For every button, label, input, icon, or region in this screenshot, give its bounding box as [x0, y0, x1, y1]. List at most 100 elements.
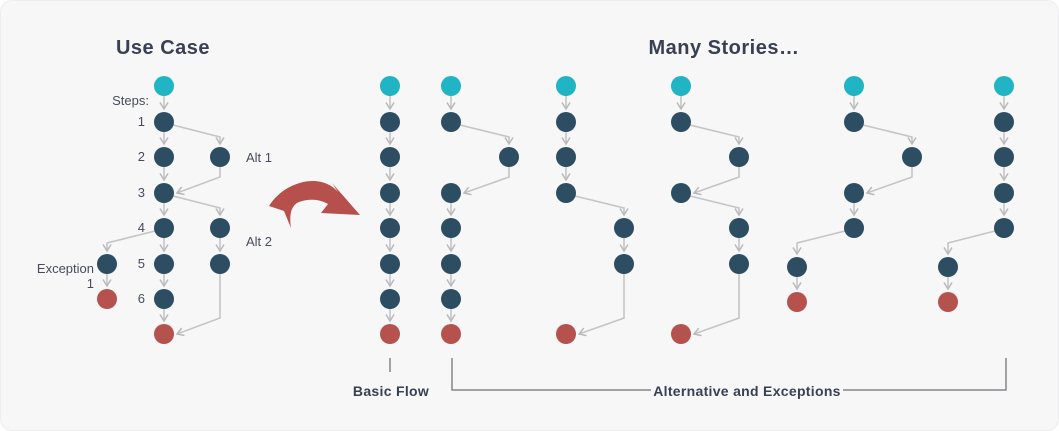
node-story-alt1-alt2-start [671, 76, 691, 96]
node-story-alt1-exception-n3 [844, 183, 864, 203]
story-alt1-exception [787, 76, 922, 312]
step-number: 6 [137, 291, 145, 306]
node-use-case-end [154, 324, 174, 344]
edge-story-alt2-n3-alt2a [574, 195, 629, 217]
node-story-alt1-alt1 [499, 147, 519, 167]
edge-story-alt1-alt1-n3 [462, 167, 510, 196]
node-story-basic-flow-start [380, 76, 400, 96]
node-story-alt1-alt2-alt2a [729, 218, 749, 238]
edge-use-case-s1-alt1 [172, 124, 225, 146]
node-story-alt1-n4 [441, 218, 461, 238]
step-number: 2 [137, 149, 145, 164]
node-story-alt1-alt2-n3 [671, 183, 691, 203]
node-use-case-excEnd [97, 289, 117, 309]
node-use-case-alt2b [210, 254, 230, 274]
edge-story-exception-n4-exc [943, 230, 996, 256]
node-story-exception-excEnd [938, 292, 958, 312]
edge-story-alt1-exception-alt1-n3 [865, 167, 913, 196]
node-story-alt2-end [556, 324, 576, 344]
node-story-basic-flow-n4 [380, 218, 400, 238]
node-story-exception-n1 [994, 112, 1014, 132]
edge-story-alt1-alt2-n1-alt1 [689, 124, 744, 146]
many-stories-title: Many Stories… [648, 37, 800, 59]
node-story-basic-flow-n6 [380, 289, 400, 309]
story-exception [938, 76, 1014, 312]
node-use-case-start [154, 76, 174, 96]
node-story-alt2-alt2a [614, 218, 634, 238]
edge-story-alt2-alt2b-end [577, 274, 625, 337]
node-story-alt1-exception-n1 [844, 112, 864, 132]
node-story-basic-flow-n3 [380, 183, 400, 203]
node-use-case-alt2a [210, 218, 230, 238]
node-story-alt1-exception-n4 [844, 218, 864, 238]
bracket-right [843, 358, 1007, 391]
use-case-to-stories-arrow [269, 181, 360, 228]
use-case [97, 76, 230, 344]
edge-use-case-s3-alt2a [172, 195, 225, 217]
node-story-basic-flow-n1 [380, 112, 400, 132]
step-number: 4 [137, 220, 145, 235]
story-alt1 [441, 76, 519, 344]
steps-label: Steps: [112, 93, 149, 108]
edge-story-alt1-n1-alt1 [459, 124, 514, 146]
node-use-case-s4 [154, 218, 174, 238]
alt2-label: Alt 2 [246, 234, 273, 249]
node-story-exception-exc [938, 257, 958, 277]
node-story-basic-flow-n5 [380, 254, 400, 274]
node-story-exception-start [994, 76, 1014, 96]
node-use-case-s1 [154, 112, 174, 132]
node-use-case-s3 [154, 183, 174, 203]
step-number: 3 [137, 185, 145, 200]
use-case-title: Use Case [115, 37, 211, 59]
node-story-alt1-alt2-n1 [671, 112, 691, 132]
node-story-alt1-n5 [441, 254, 461, 274]
exception-label: Exception 1 [24, 261, 94, 291]
alt1-label: Alt 1 [246, 150, 273, 165]
node-story-alt2-alt2b [614, 254, 634, 274]
edge-story-alt1-exception-n1-alt1 [862, 124, 917, 146]
node-story-alt2-n3 [556, 183, 576, 203]
node-story-alt1-n3 [441, 183, 461, 203]
node-story-alt1-start [441, 76, 461, 96]
story-alt2 [556, 76, 634, 344]
node-story-alt1-exception-start [844, 76, 864, 96]
step-number: 1 [137, 114, 145, 129]
bracket-left [451, 358, 651, 391]
node-story-basic-flow-n2 [380, 147, 400, 167]
node-story-alt2-start [556, 76, 576, 96]
node-story-exception-n4 [994, 218, 1014, 238]
story-alt1-alt2 [671, 76, 749, 344]
node-use-case-alt1 [210, 147, 230, 167]
exception-label-line2: 1 [86, 276, 94, 291]
node-story-alt1-exception-alt1 [902, 147, 922, 167]
node-use-case-s6 [154, 289, 174, 309]
node-story-alt1-alt2-end [671, 324, 691, 344]
edge-story-alt1-exception-n4-exc [792, 230, 846, 256]
node-story-alt1-alt2-alt1 [729, 147, 749, 167]
edge-story-alt1-alt2-alt1-n3 [692, 167, 740, 196]
node-story-basic-flow-end [380, 324, 400, 344]
alternative-exceptions-label: Alternative and Exceptions [653, 383, 841, 399]
edge-use-case-alt1-s3 [175, 167, 221, 196]
node-story-exception-n3 [994, 183, 1014, 203]
node-story-alt1-n1 [441, 112, 461, 132]
node-story-alt1-end [441, 324, 461, 344]
exception-label-line1: Exception [36, 261, 94, 276]
edge-use-case-alt2b-end [175, 274, 221, 337]
edge-story-alt1-alt2-alt2b-end [692, 274, 740, 337]
node-use-case-s2 [154, 147, 174, 167]
node-story-alt1-alt2-alt2b [729, 254, 749, 274]
node-story-alt2-n1 [556, 112, 576, 132]
node-story-alt2-n2 [556, 147, 576, 167]
node-story-exception-n2 [994, 147, 1014, 167]
node-use-case-s5 [154, 254, 174, 274]
edge-use-case-s4-exc [102, 230, 156, 253]
story-basic-flow [380, 76, 400, 344]
node-story-alt1-n6 [441, 289, 461, 309]
edge-story-alt1-alt2-n3-alt2a [689, 195, 744, 217]
node-use-case-exc [97, 254, 117, 274]
basic-flow-label: Basic Flow [352, 383, 430, 399]
step-number: 5 [137, 256, 145, 271]
